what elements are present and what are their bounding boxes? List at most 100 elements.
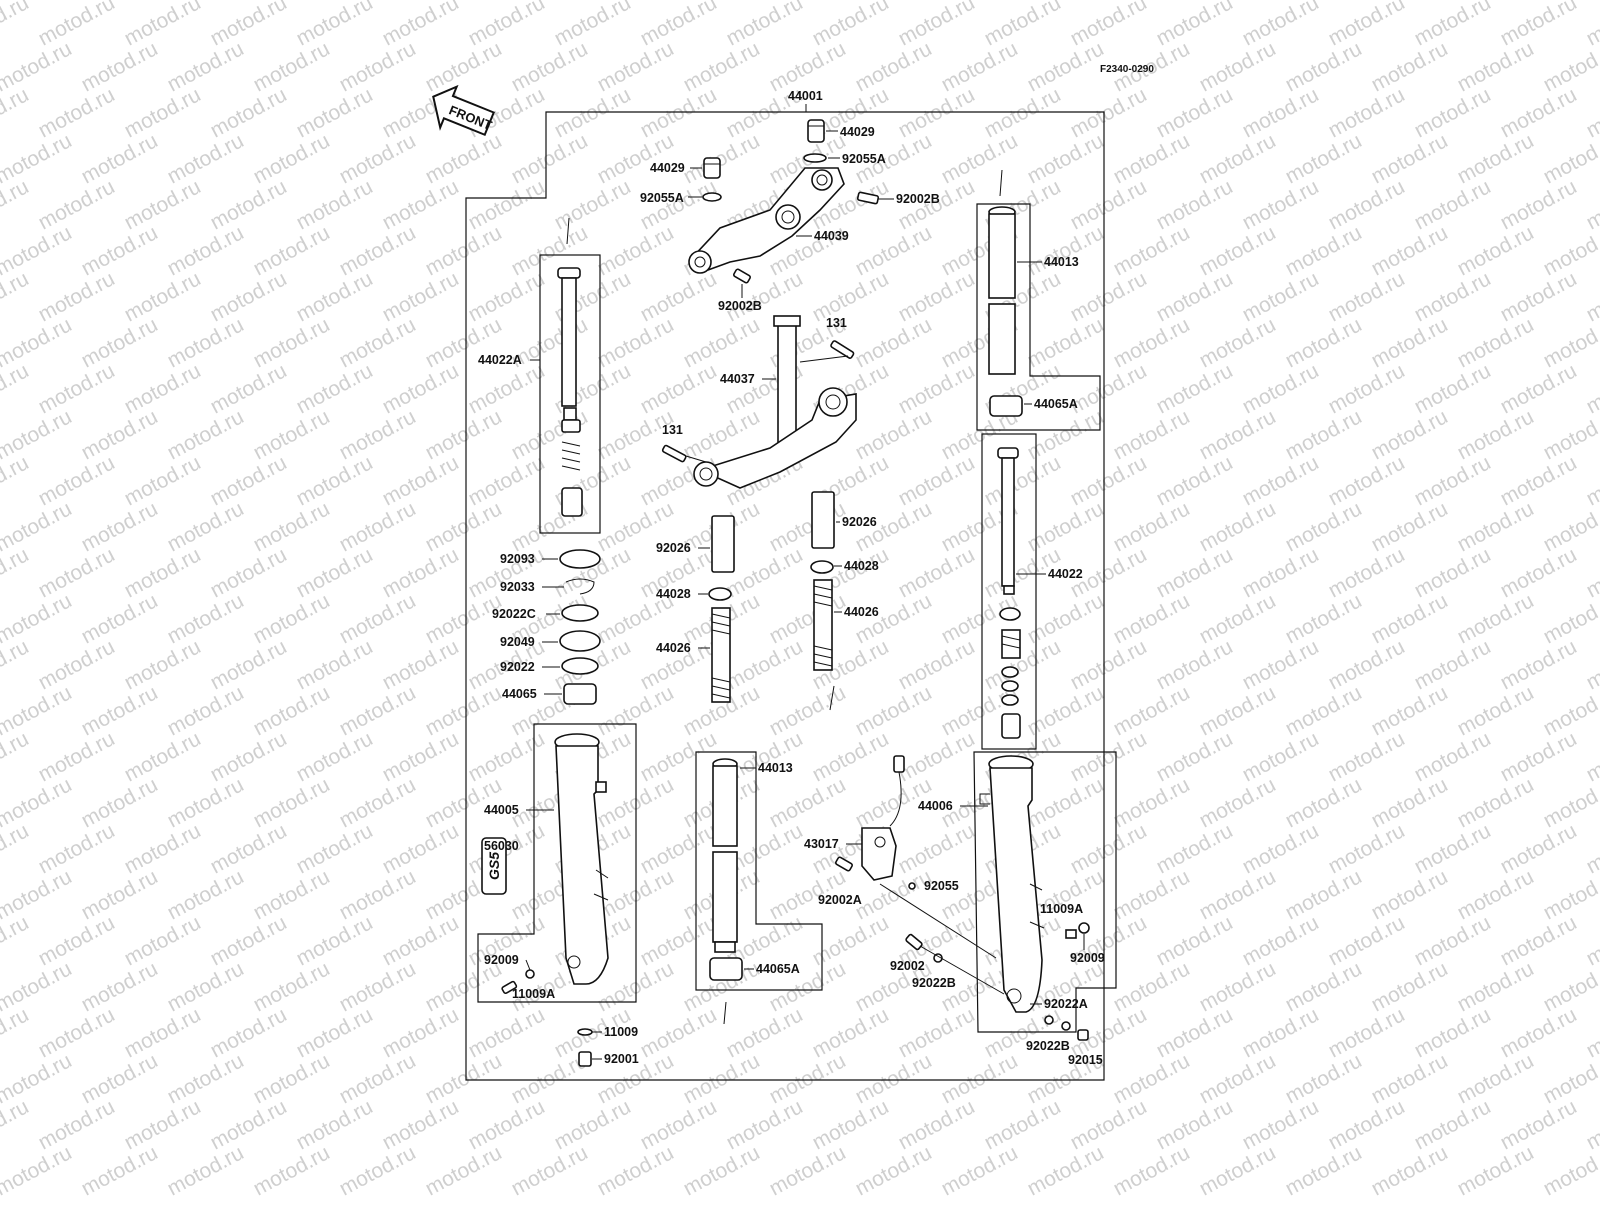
watermark-text: motod.ru — [1024, 1141, 1108, 1200]
inner-tube-44013-right — [988, 206, 1016, 375]
watermark-text: motod.ru — [508, 129, 592, 188]
watermark-text: motod.ru — [465, 267, 549, 326]
watermark-text: motod.ru — [35, 451, 119, 510]
watermark-text: motod.ru — [1411, 635, 1495, 694]
watermark-text: motod.ru — [0, 83, 33, 142]
watermark-text: motod.ru — [250, 497, 334, 556]
label-92033: 92033 — [500, 580, 535, 594]
watermark-text: motod.ru — [895, 635, 979, 694]
bushing-44065 — [563, 683, 597, 705]
watermark-text: motod.ru — [680, 37, 764, 96]
watermark-text: motod.ru — [1282, 221, 1366, 280]
watermark-text: motod.ru — [35, 635, 119, 694]
watermark-text: motod.ru — [637, 1003, 721, 1062]
watermark-text: motod.ru — [1454, 497, 1538, 556]
watermark-text: motod.ru — [637, 819, 721, 878]
watermark-text: motod.ru — [0, 37, 76, 96]
watermark-text: motod.ru — [121, 543, 205, 602]
watermark-text: motod.ru — [723, 1095, 807, 1154]
watermark-text: motod.ru — [1110, 129, 1194, 188]
watermark-text: motod.ru — [379, 451, 463, 510]
watermark-text: motod.ru — [1454, 221, 1538, 280]
watermark-text: motod.ru — [336, 221, 420, 280]
assembly-frame-44001 — [465, 111, 1105, 1081]
watermark-text: motod.ru — [1325, 267, 1409, 326]
watermark-text: motod.ru — [0, 589, 76, 648]
watermark-text: motod.ru — [293, 359, 377, 418]
watermark-text: motod.ru — [336, 129, 420, 188]
watermark-text: motod.ru — [895, 359, 979, 418]
watermark-text: motod.ru — [78, 1141, 162, 1200]
watermark-text: motod.ru — [293, 175, 377, 234]
watermark-text: motod.ru — [1110, 497, 1194, 556]
watermark-text: motod.ru — [1153, 175, 1237, 234]
watermark-text: motod.ru — [1153, 1003, 1237, 1062]
watermark-text: motod.ru — [1454, 865, 1538, 924]
watermark-text: motod.ru — [1368, 589, 1452, 648]
watermark-text: motod.ru — [1239, 451, 1323, 510]
watermark-text: motod.ru — [422, 681, 506, 740]
spring-44026-right — [813, 579, 833, 671]
watermark-text: motod.ru — [1411, 727, 1495, 786]
watermark-text: motod.ru — [422, 1141, 506, 1200]
watermark-text: motod.ru — [121, 1095, 205, 1154]
frame-fork-inner-right — [981, 433, 1037, 750]
watermark-text: motod.ru — [379, 1003, 463, 1062]
watermark-text: motod.ru — [379, 267, 463, 326]
watermark-text: motod.ru — [1153, 635, 1237, 694]
watermark-text: motod.ru — [981, 83, 1065, 142]
watermark-text: motod.ru — [0, 865, 76, 924]
bolt-92015 — [1077, 1029, 1089, 1041]
label-131-upper: 131 — [826, 316, 847, 330]
watermark-text: motod.ru — [164, 497, 248, 556]
watermark-text: motod.ru — [723, 1003, 807, 1062]
watermark-text: motod.ru — [379, 911, 463, 970]
watermark-text: motod.ru — [1239, 635, 1323, 694]
watermark-text: motod.ru — [164, 773, 248, 832]
label-44001: 44001 — [788, 89, 823, 103]
watermark-text: motod.ru — [1497, 1003, 1581, 1062]
watermark-text: motod.ru — [293, 1095, 377, 1154]
gs-badge-56030: GS5 — [481, 837, 507, 895]
label-92001: 92001 — [604, 1052, 639, 1066]
watermark-text: motod.ru — [293, 451, 377, 510]
watermark-text: motod.ru — [78, 405, 162, 464]
watermark-text: motod.ru — [1196, 957, 1280, 1016]
watermark-text: motod.ru — [1325, 819, 1409, 878]
watermark-text: motod.ru — [0, 635, 33, 694]
label-92009-right: 92009 — [1070, 951, 1105, 965]
watermark-text: motod.ru — [637, 267, 721, 326]
watermark-text: motod.ru — [1110, 681, 1194, 740]
watermark-text: motod.ru — [0, 727, 33, 786]
watermark-text: motod.ru — [164, 221, 248, 280]
watermark-text: motod.ru — [895, 0, 979, 50]
watermark-text: motod.ru — [207, 543, 291, 602]
watermark-text: motod.ru — [766, 773, 850, 832]
watermark-text: motod.ru — [680, 1049, 764, 1108]
seat-44028-right — [810, 560, 834, 574]
watermark-text: motod.ru — [1282, 37, 1366, 96]
watermark-text: motod.ru — [1368, 1049, 1452, 1108]
watermark-text: motod.ru — [1325, 543, 1409, 602]
watermark-text: motod.ru — [594, 129, 678, 188]
watermark-text: motod.ru — [207, 727, 291, 786]
label-131-lower: 131 — [662, 423, 683, 437]
watermark-text: motod.ru — [35, 175, 119, 234]
watermark-text: motod.ru — [1024, 313, 1108, 372]
assembly-guide-lines — [566, 169, 1005, 1025]
watermark-text: motod.ru — [1239, 819, 1323, 878]
watermark-text: motod.ru — [35, 911, 119, 970]
watermark-text: motod.ru — [766, 589, 850, 648]
watermark-text: motod.ru — [1325, 83, 1409, 142]
watermark-text: motod.ru — [1583, 911, 1600, 970]
watermark-text: motod.ru — [680, 129, 764, 188]
watermark-text: motod.ru — [508, 1141, 592, 1200]
watermark-text: motod.ru — [164, 681, 248, 740]
watermark-text: motod.ru — [1110, 865, 1194, 924]
watermark-text: motod.ru — [465, 451, 549, 510]
watermark-text: motod.ru — [1325, 359, 1409, 418]
watermark-text: motod.ru — [1153, 359, 1237, 418]
steering-stem-44037 — [693, 315, 857, 489]
label-92055A-left: 92055A — [640, 191, 684, 205]
watermark-text: motod.ru — [121, 83, 205, 142]
